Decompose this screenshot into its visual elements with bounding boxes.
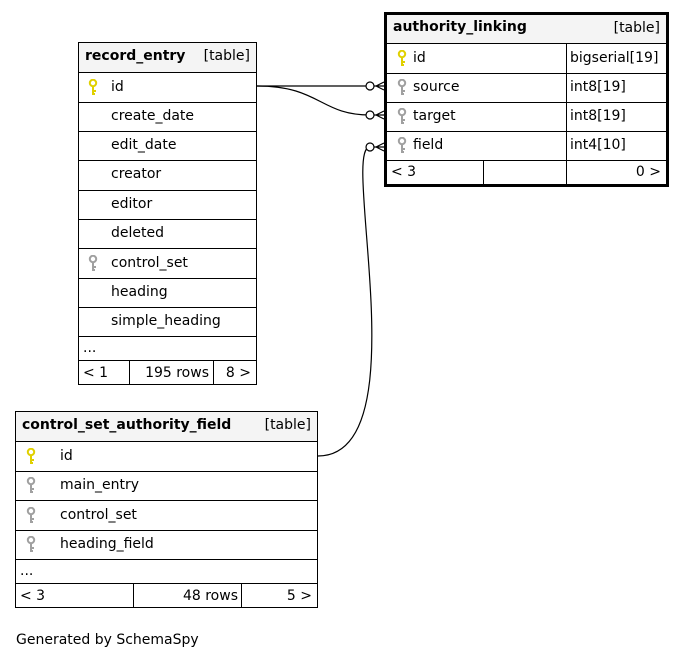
column-name: heading_field: [60, 536, 154, 552]
column-type: int8[19]: [570, 79, 626, 95]
table-header: control_set_authority_field [table]: [16, 412, 317, 441]
divider: [213, 361, 214, 385]
divider: [566, 132, 567, 160]
footer-parents: < 3: [391, 164, 417, 180]
column-name: heading: [111, 284, 168, 300]
divider: [133, 584, 134, 608]
column-row: editor: [79, 190, 256, 219]
column-name: control_set: [60, 507, 137, 523]
column-row: edit_date: [79, 131, 256, 160]
column-name: id: [413, 50, 426, 66]
table-footer: < 3 0 >: [387, 160, 666, 184]
column-name: control_set: [111, 255, 188, 271]
column-row: id: [16, 441, 317, 471]
foreign-key-icon: [26, 536, 36, 554]
more-columns: ...: [20, 563, 34, 579]
table-name: record_entry: [85, 48, 186, 64]
column-name: creator: [111, 166, 162, 182]
table-header: authority_linking [table]: [387, 15, 666, 43]
table-footer: < 1 195 rows 8 >: [79, 360, 256, 385]
edge-record-entry-to-target: [256, 85, 371, 116]
column-type: int8[19]: [570, 108, 626, 124]
more-columns-row: ...: [79, 336, 256, 360]
edge-authority-field-to-field: [317, 146, 373, 457]
column-row: simple_heading: [79, 307, 256, 336]
column-row: field int4[10]: [387, 131, 666, 160]
foreign-key-icon: [397, 108, 407, 126]
footer-children: 8 >: [225, 365, 251, 381]
table-kind: [table]: [264, 417, 311, 433]
more-columns: ...: [83, 340, 97, 356]
more-columns-row: ...: [16, 559, 317, 583]
column-row: id: [79, 72, 256, 102]
foreign-key-icon: [88, 255, 98, 273]
crowfoot-field: [365, 142, 385, 152]
primary-key-icon: [397, 50, 407, 68]
crowfoot-source: [365, 81, 385, 91]
column-name: field: [413, 137, 444, 153]
column-name: target: [413, 108, 456, 124]
divider: [483, 161, 484, 184]
column-name: edit_date: [111, 137, 177, 153]
table-header: record_entry [table]: [79, 43, 256, 72]
column-name: source: [413, 79, 460, 95]
footer-parents: < 3: [20, 588, 46, 604]
column-type: int4[10]: [570, 137, 626, 153]
divider: [129, 361, 130, 385]
column-name: id: [60, 448, 73, 464]
column-name: id: [111, 79, 124, 95]
column-name: deleted: [111, 225, 164, 241]
table-control-set-authority-field[interactable]: control_set_authority_field [table] id m…: [15, 411, 318, 608]
column-name: editor: [111, 196, 153, 212]
table-kind: [table]: [203, 48, 250, 64]
column-row: control_set: [79, 248, 256, 278]
column-type: bigserial[19]: [570, 50, 659, 66]
footer-children: 5 >: [286, 588, 312, 604]
foreign-key-icon: [397, 137, 407, 155]
column-row: deleted: [79, 219, 256, 248]
column-row: source int8[19]: [387, 73, 666, 102]
divider: [566, 74, 567, 102]
footer-rows: 48 rows: [182, 588, 238, 604]
table-footer: < 3 48 rows 5 >: [16, 583, 317, 608]
column-row: target int8[19]: [387, 102, 666, 131]
footer-parents: < 1: [83, 365, 109, 381]
table-authority-linking[interactable]: authority_linking [table] id bigserial[1…: [384, 12, 669, 187]
foreign-key-icon: [397, 79, 407, 97]
column-row: creator: [79, 160, 256, 190]
column-row: control_set: [16, 500, 317, 530]
table-kind: [table]: [613, 20, 660, 36]
column-row: create_date: [79, 102, 256, 131]
primary-key-icon: [88, 79, 98, 97]
generated-by-label: Generated by SchemaSpy: [16, 632, 199, 648]
table-name: authority_linking: [393, 19, 527, 35]
foreign-key-icon: [26, 507, 36, 525]
foreign-key-icon: [26, 477, 36, 495]
column-name: create_date: [111, 108, 195, 124]
divider: [241, 584, 242, 608]
footer-rows: 195 rows: [145, 365, 209, 381]
table-record-entry[interactable]: record_entry [table] id create_date edit…: [78, 42, 257, 385]
column-row: id bigserial[19]: [387, 43, 666, 73]
footer-children: 0 >: [635, 164, 661, 180]
divider: [566, 161, 567, 184]
divider: [566, 103, 567, 131]
column-name: main_entry: [60, 477, 139, 493]
column-row: heading: [79, 278, 256, 307]
table-name: control_set_authority_field: [22, 417, 232, 433]
column-row: main_entry: [16, 471, 317, 500]
crowfoot-target: [365, 110, 385, 120]
column-row: heading_field: [16, 530, 317, 559]
primary-key-icon: [26, 448, 36, 466]
column-name: simple_heading: [111, 313, 221, 329]
divider: [566, 44, 567, 73]
